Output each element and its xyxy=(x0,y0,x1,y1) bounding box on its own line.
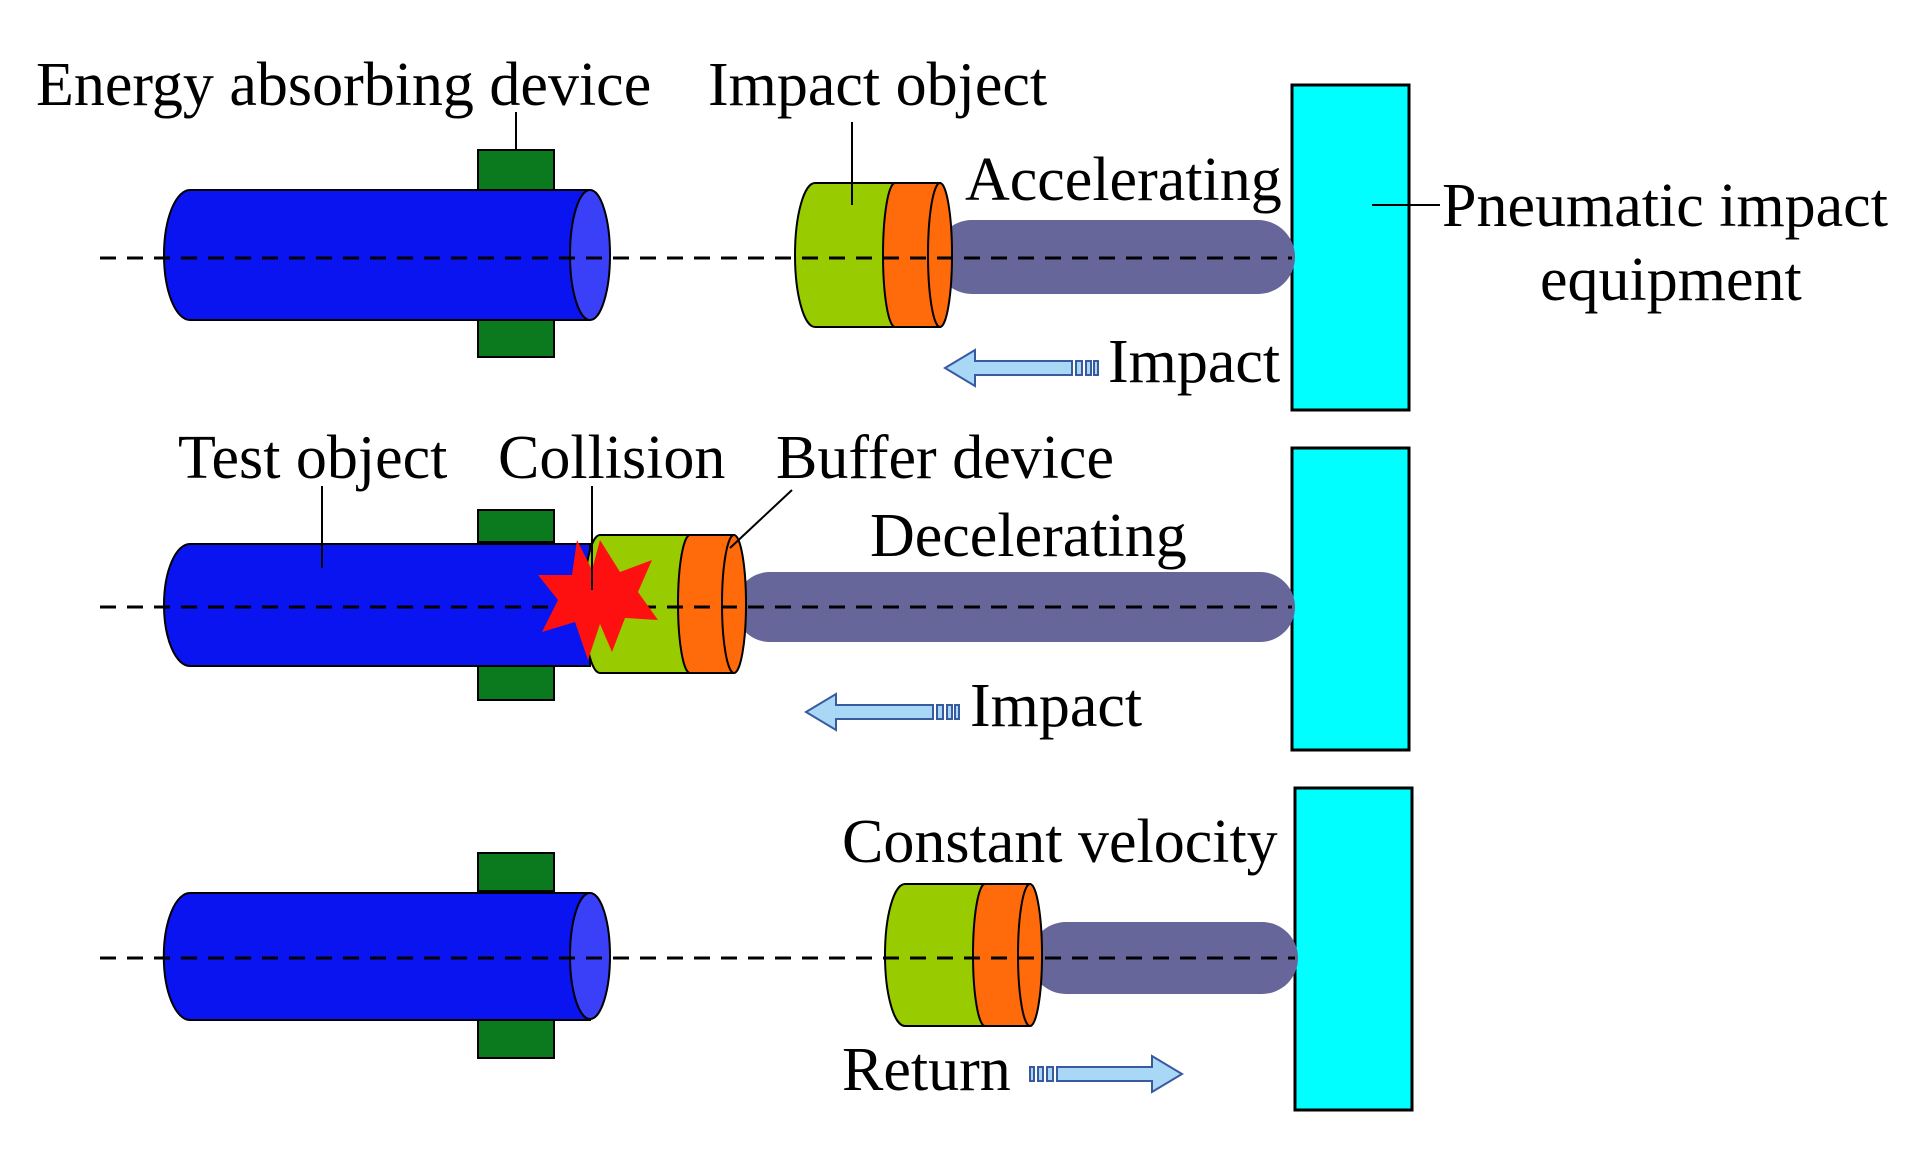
absorber-block-bottom xyxy=(477,314,555,358)
label-decelerating: Decelerating xyxy=(870,502,1187,570)
stage-accelerating: Energy absorbing device Impact object Ac… xyxy=(36,51,1888,412)
pneumatic-impact-equipment xyxy=(1293,786,1414,1112)
return-arrow-right xyxy=(1029,1054,1184,1094)
pneumatic-impact-equipment xyxy=(1290,83,1411,412)
impact-object xyxy=(884,883,986,1027)
test-object xyxy=(163,189,591,321)
label-constant-velocity: Constant velocity xyxy=(842,808,1278,876)
leader-buffer-device xyxy=(729,489,793,549)
label-energy-absorbing-device: Energy absorbing device xyxy=(36,51,651,119)
test-object xyxy=(163,543,591,667)
absorber-block-bottom xyxy=(477,1019,555,1059)
absorber-block-bottom xyxy=(477,664,555,701)
label-pneumatic-line1: Pneumatic impact xyxy=(1442,172,1888,240)
stage-decelerating: Test object Collision Buffer device Dece… xyxy=(100,424,1411,752)
test-object-end xyxy=(569,189,611,321)
impact-arrow-left xyxy=(943,348,1099,388)
piston-rod xyxy=(735,572,1295,642)
absorber-block-top xyxy=(477,149,555,193)
label-collision: Collision xyxy=(498,424,725,492)
label-pneumatic-line2: equipment xyxy=(1540,246,1802,314)
buffer-device-end xyxy=(927,182,953,328)
buffer-device xyxy=(972,883,1031,1027)
absorber-block-top xyxy=(477,852,555,892)
label-return: Return xyxy=(842,1036,1011,1104)
label-impact-middle: Impact xyxy=(970,672,1142,740)
impact-arrow-left xyxy=(804,692,960,732)
collision-burst-icon xyxy=(538,540,658,660)
buffer-device xyxy=(677,534,735,674)
pneumatic-impact-equipment xyxy=(1290,446,1411,752)
label-buffer-device: Buffer device xyxy=(776,424,1114,492)
label-impact-top: Impact xyxy=(1108,328,1280,396)
impact-object xyxy=(794,182,896,328)
buffer-device-end xyxy=(1017,883,1043,1027)
buffer-device xyxy=(882,182,941,328)
label-test-object: Test object xyxy=(178,424,447,492)
stage-return: Constant velocity Return xyxy=(100,786,1414,1112)
label-accelerating: Accelerating xyxy=(965,146,1282,214)
absorber-block-top xyxy=(477,509,555,543)
test-object-end xyxy=(569,892,611,1020)
buffer-device-end xyxy=(721,534,747,674)
label-impact-object: Impact object xyxy=(708,51,1047,119)
